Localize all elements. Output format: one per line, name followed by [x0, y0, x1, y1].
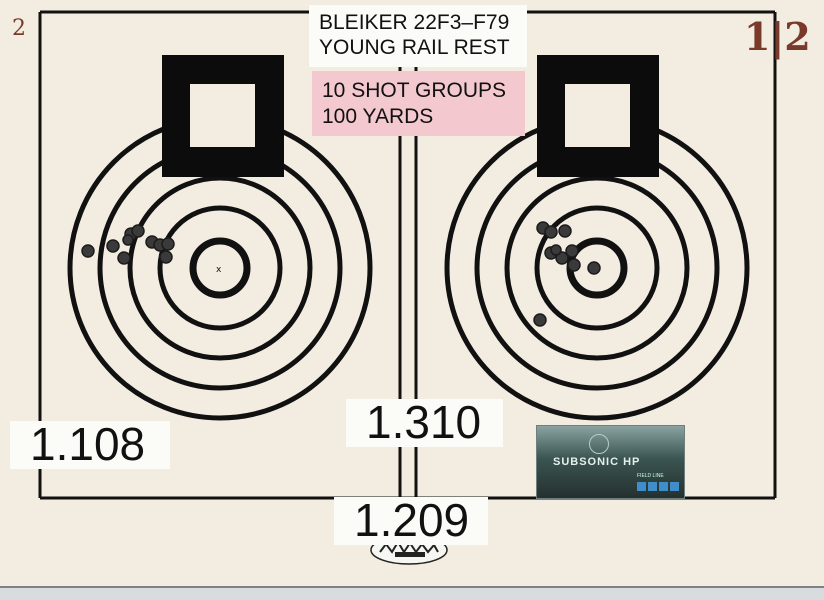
left-shot-group [81, 224, 175, 265]
left-x-mark: x [216, 265, 222, 275]
bullet-hole [533, 313, 547, 327]
ammo-line: FIELD LINE [637, 473, 664, 479]
group-info-tag: 10 SHOT GROUPS 100 YARDS [312, 71, 525, 136]
bullet-hole [81, 244, 95, 258]
bullet-hole [544, 225, 558, 239]
distance-label: 100 YARDS [322, 105, 434, 128]
bullet-hole [565, 244, 579, 258]
bullet-hole [550, 244, 562, 256]
right-aim-window [565, 84, 630, 147]
right-ring-3 [504, 175, 690, 361]
left-aim-window [190, 84, 255, 147]
ammo-brand: SUBSONIC HP [553, 456, 641, 468]
bullet-hole [117, 251, 131, 265]
corner-date: 1|2 [744, 14, 811, 59]
right-shot-group [533, 221, 601, 327]
groups-label: 10 SHOT GROUPS [322, 79, 506, 102]
right-group-size: 1.310 [346, 399, 503, 447]
left-target: x [67, 55, 373, 421]
left-ring-4 [157, 205, 283, 331]
ammo-box-label: SUBSONIC HP FIELD LINE [536, 425, 685, 499]
left-group-size: 1.108 [10, 421, 170, 469]
bullet-hole [587, 261, 601, 275]
brand-logo-icon [589, 434, 609, 454]
left-ring-3 [127, 175, 313, 361]
bullet-hole [567, 258, 581, 272]
bullet-hole [106, 239, 120, 253]
scan-edge-line [0, 586, 824, 588]
corner-number: 2 [12, 16, 26, 41]
average-group-size: 1.209 [334, 497, 488, 545]
rest-label: YOUNG RAIL REST [319, 36, 510, 59]
rifle-label: BLEIKER 22F3–F79 [319, 11, 510, 34]
scan-edge [0, 586, 824, 600]
bullet-hole [555, 251, 569, 265]
left-bull-ring [189, 237, 251, 299]
bullet-hole [558, 224, 572, 238]
bullet-hole [161, 237, 175, 251]
bullet-hole [122, 234, 134, 246]
bullet-hole [131, 224, 145, 238]
title-tag: BLEIKER 22F3–F79 YOUNG RAIL REST [309, 5, 527, 67]
right-ring-4 [534, 205, 660, 331]
right-target [444, 55, 750, 421]
bullet-hole [159, 250, 173, 264]
